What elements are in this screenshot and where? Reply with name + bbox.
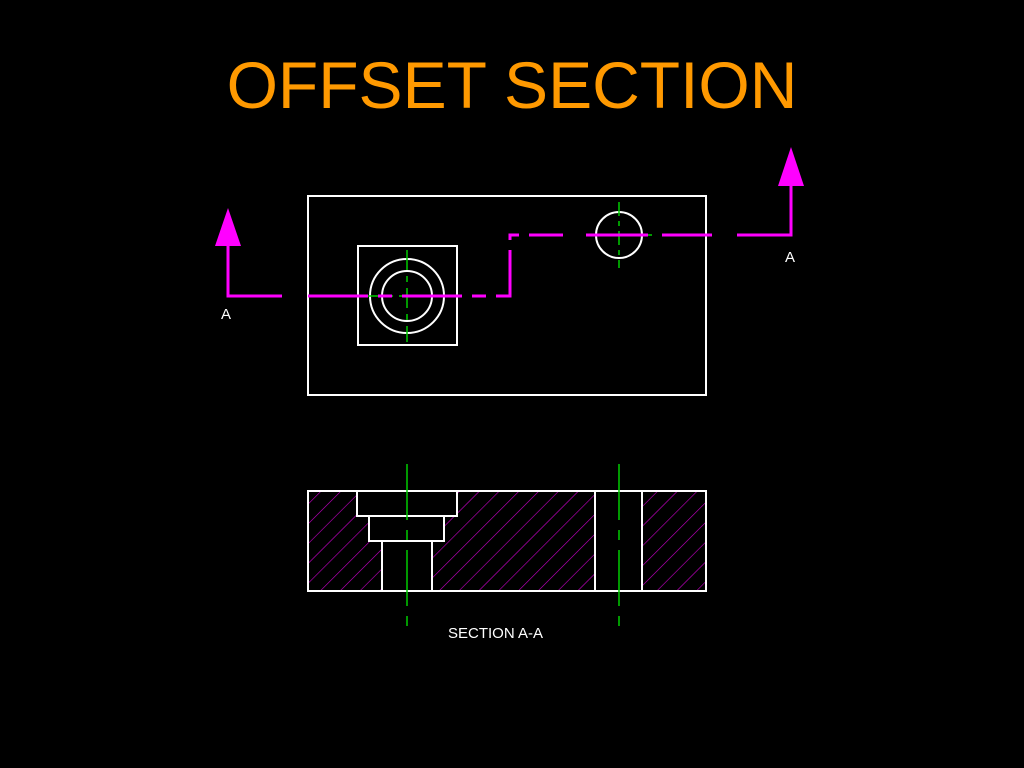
counterbore-profile — [368, 516, 445, 542]
cutting-plane-line: A A — [215, 147, 804, 323]
cutting-plane-label-left: A — [221, 306, 231, 323]
arrow-up-icon — [778, 147, 804, 186]
section-caption: SECTION A-A — [448, 625, 543, 642]
section-hatch — [642, 492, 705, 590]
page-title: OFFSET SECTION — [226, 48, 798, 122]
section-view: SECTION A-A — [307, 464, 707, 642]
arrow-up-icon — [215, 208, 241, 246]
section-hatch — [432, 492, 595, 590]
section-outline — [307, 490, 707, 592]
cutting-plane-label-right: A — [785, 249, 795, 266]
